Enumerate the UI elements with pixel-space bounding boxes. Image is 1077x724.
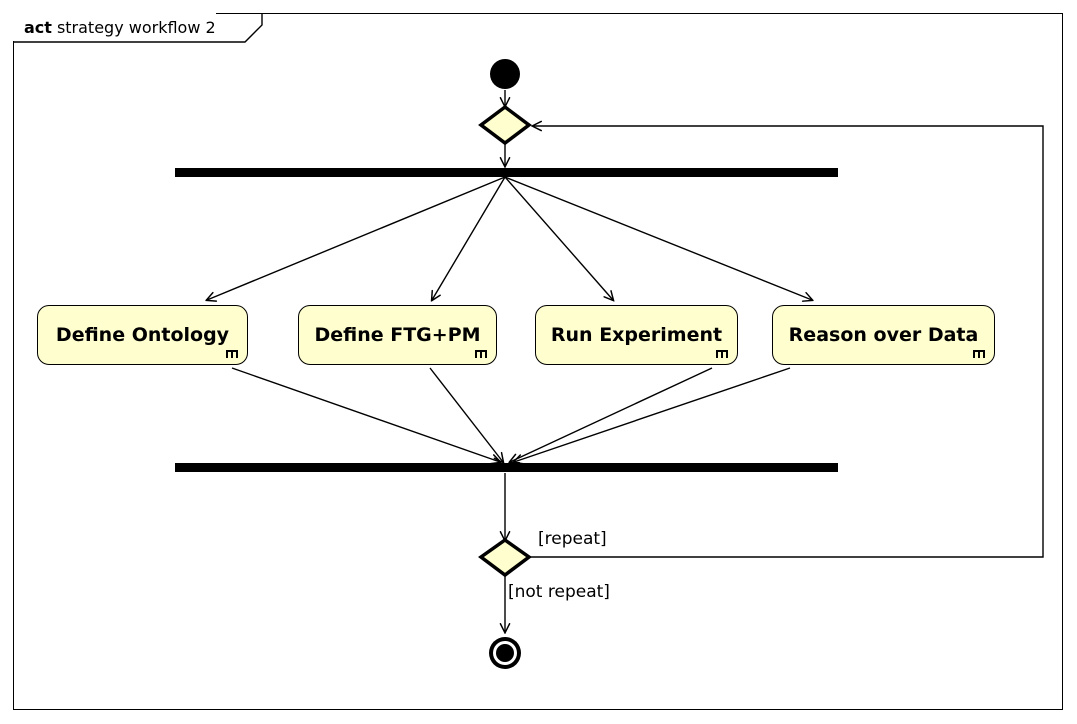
sub-activity-rake-icon [475, 350, 487, 358]
frame-title-kind: act [24, 17, 52, 37]
activity-define-ftg-pm[interactable]: Define FTG+PM [298, 305, 497, 365]
guard-repeat: [repeat] [538, 529, 607, 549]
frame-title: act strategy workflow 2 [13, 13, 216, 41]
activity-label: Define FTG+PM [314, 324, 481, 346]
activity-label: Reason over Data [788, 324, 979, 346]
sub-activity-rake-icon [226, 350, 238, 358]
frame-title-label: strategy workflow 2 [56, 17, 216, 37]
activity-label: Run Experiment [550, 324, 723, 346]
activity-run-experiment[interactable]: Run Experiment [535, 305, 738, 365]
activity-define-ontology[interactable]: Define Ontology [37, 305, 248, 365]
uml-frame-border [13, 13, 1063, 710]
guard-not-repeat: [not repeat] [508, 582, 610, 602]
sub-activity-rake-icon [973, 350, 985, 358]
activity-reason-over-data[interactable]: Reason over Data [772, 305, 995, 365]
sub-activity-rake-icon [716, 350, 728, 358]
activity-label: Define Ontology [55, 324, 230, 346]
